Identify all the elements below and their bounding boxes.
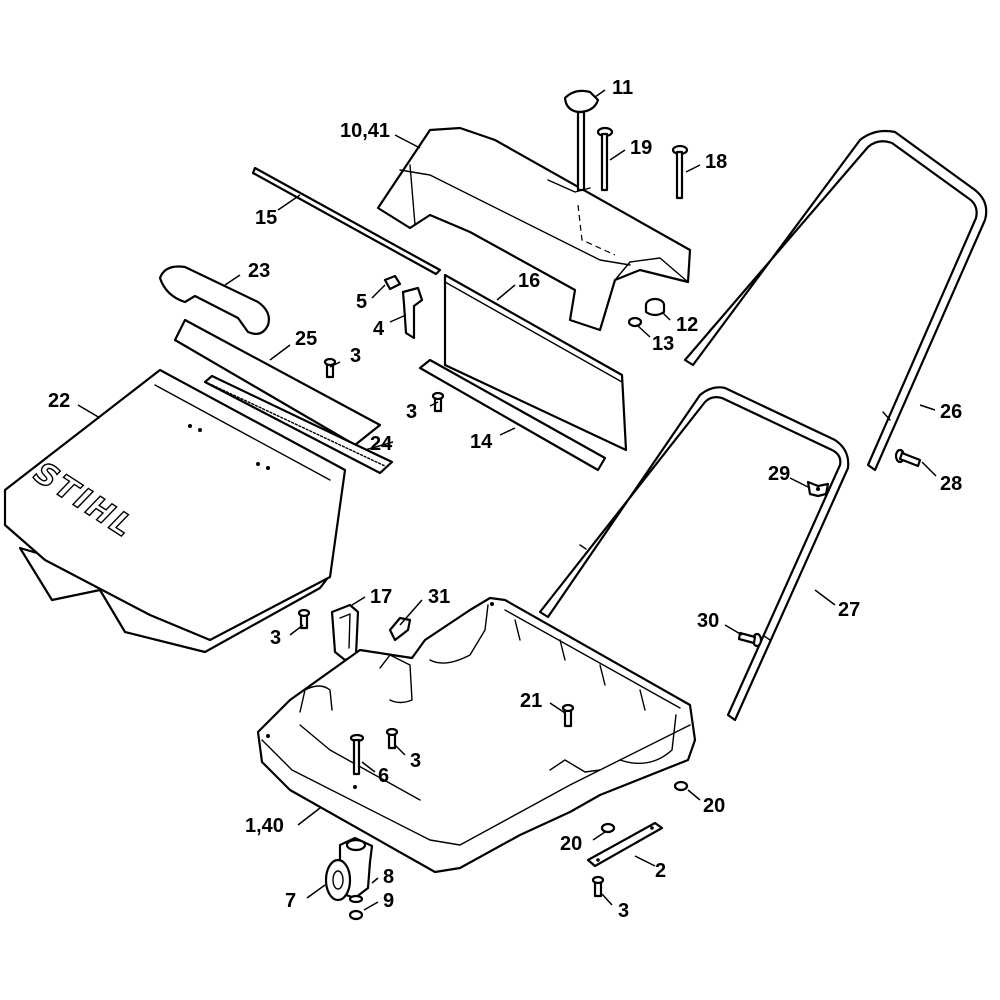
lower-handlebar — [538, 386, 850, 722]
screw-mid — [431, 391, 445, 413]
callout-24: 24 — [370, 433, 393, 455]
washer-13 — [627, 316, 643, 328]
callout-25: 25 — [295, 328, 317, 350]
callout-5: 5 — [356, 291, 367, 313]
washer-8 — [348, 894, 364, 904]
bracket-strip — [586, 821, 664, 868]
nut-20-right — [673, 780, 689, 792]
callout-14: 14 — [470, 431, 493, 453]
callout-28: 28 — [940, 473, 962, 495]
bracket-17 — [330, 603, 360, 662]
callout-1-40: 1,40 — [245, 815, 284, 837]
callout-6: 6 — [378, 765, 389, 787]
bolt-28 — [894, 448, 922, 468]
callout-27: 27 — [838, 599, 860, 621]
callout-11: 11 — [612, 77, 633, 99]
bolt-6 — [349, 733, 365, 776]
housing — [256, 596, 697, 874]
clip — [401, 286, 424, 340]
carriage-bolt-19 — [596, 126, 614, 192]
callout-3-b: 3 — [406, 401, 417, 423]
callout-30: 30 — [697, 610, 719, 632]
callout-3-e: 3 — [618, 900, 629, 922]
bolt-30 — [737, 631, 763, 648]
carriage-bolt-18 — [671, 144, 689, 200]
callout-18: 18 — [705, 151, 727, 173]
callout-10-41: 10,41 — [340, 120, 390, 142]
callout-31: 31 — [428, 586, 450, 608]
leader-lines — [77, 89, 937, 911]
knob-screw — [563, 89, 600, 192]
callout-7: 7 — [285, 890, 296, 912]
callout-22: 22 — [48, 390, 70, 412]
collection-box: STIHL — [3, 368, 347, 654]
callout-20-b: 20 — [560, 833, 582, 855]
callout-16: 16 — [518, 270, 540, 292]
flap — [443, 273, 628, 452]
callout-20-a: 20 — [703, 795, 725, 817]
callout-19: 19 — [630, 137, 652, 159]
callout-2: 2 — [655, 860, 666, 882]
callout-4: 4 — [373, 318, 385, 340]
screw-bottom — [591, 875, 605, 898]
screw-upper — [323, 357, 337, 379]
callout-23: 23 — [248, 260, 270, 282]
callout-26: 26 — [940, 401, 962, 423]
comb-strip — [203, 374, 394, 475]
screw-left — [297, 608, 311, 630]
strip — [173, 318, 382, 447]
nut-9 — [348, 909, 364, 921]
handle-grip — [158, 265, 270, 335]
wing-nut — [806, 480, 830, 498]
callout-8: 8 — [383, 866, 394, 888]
nut-5 — [383, 274, 402, 291]
screw-21 — [561, 703, 575, 728]
upper-handlebar — [683, 129, 988, 472]
screw-lower — [385, 727, 399, 750]
cover — [376, 126, 692, 332]
caster-wheel — [324, 836, 374, 902]
rail — [418, 358, 607, 472]
callout-13: 13 — [652, 333, 674, 355]
callout-9: 9 — [383, 890, 394, 912]
callout-labels: 11 10,41 19 18 15 23 16 5 4 12 13 25 3 2… — [48, 77, 962, 922]
callout-3-a: 3 — [350, 345, 361, 367]
callout-17: 17 — [370, 586, 392, 608]
callout-3-c: 3 — [270, 627, 281, 649]
nut-20-left — [600, 822, 616, 834]
bushing — [644, 297, 666, 317]
callout-21: 21 — [520, 690, 542, 712]
callout-15: 15 — [255, 207, 277, 229]
rod — [251, 166, 442, 276]
callout-29: 29 — [768, 463, 790, 485]
cap-31 — [388, 616, 412, 642]
callout-3-d: 3 — [410, 750, 421, 772]
callout-12: 12 — [676, 314, 698, 336]
